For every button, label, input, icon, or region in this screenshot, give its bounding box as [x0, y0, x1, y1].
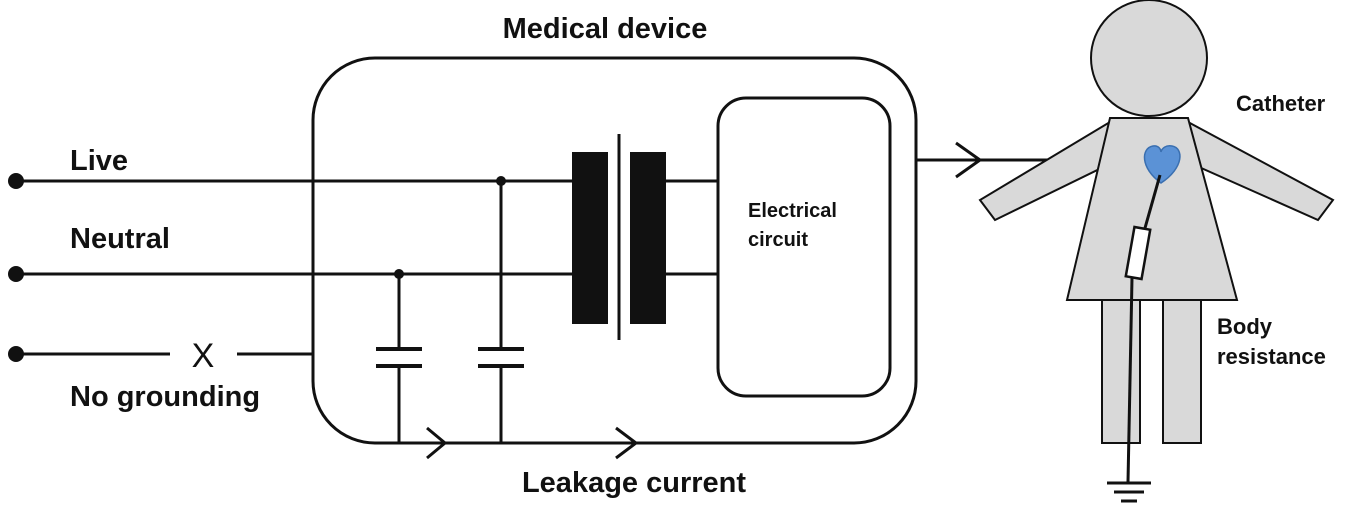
catheter-arrow	[955, 141, 983, 179]
device-enclosure	[311, 56, 918, 445]
leakage-current-label: Leakage current	[522, 467, 746, 499]
internal-wire-upper	[1143, 174, 1162, 229]
neutral-label: Neutral	[70, 223, 170, 255]
device-title: Medical device	[503, 13, 708, 45]
patient-left-leg	[1101, 299, 1141, 444]
capacitor-live	[478, 181, 524, 443]
heart-icon	[1143, 145, 1181, 184]
circuit-label-line2: circuit	[748, 229, 808, 251]
transformer	[572, 134, 666, 340]
internal-wire-lower	[1126, 277, 1134, 483]
body-resistor	[1124, 225, 1152, 281]
patient-figure	[978, 0, 1335, 444]
leakage-arrow-1	[426, 426, 448, 460]
body-resistance-label-line1: Body	[1217, 314, 1273, 339]
body-resistance-label-line2: resistance	[1217, 344, 1326, 369]
ground-break-mark: X	[192, 337, 215, 375]
leakage-arrow-2	[615, 426, 639, 460]
live-label: Live	[70, 145, 128, 177]
capacitor-neutral	[376, 274, 422, 443]
earth-ground-icon	[1107, 481, 1151, 503]
catheter-label: Catheter	[1236, 91, 1326, 116]
patient-body	[1065, 117, 1239, 301]
no-grounding-label: No grounding	[70, 381, 260, 413]
circuit-label-line1: Electrical	[748, 200, 837, 222]
patient-right-leg	[1162, 299, 1202, 444]
patient-head	[1090, 0, 1208, 117]
electrical-circuit-box	[716, 96, 892, 398]
